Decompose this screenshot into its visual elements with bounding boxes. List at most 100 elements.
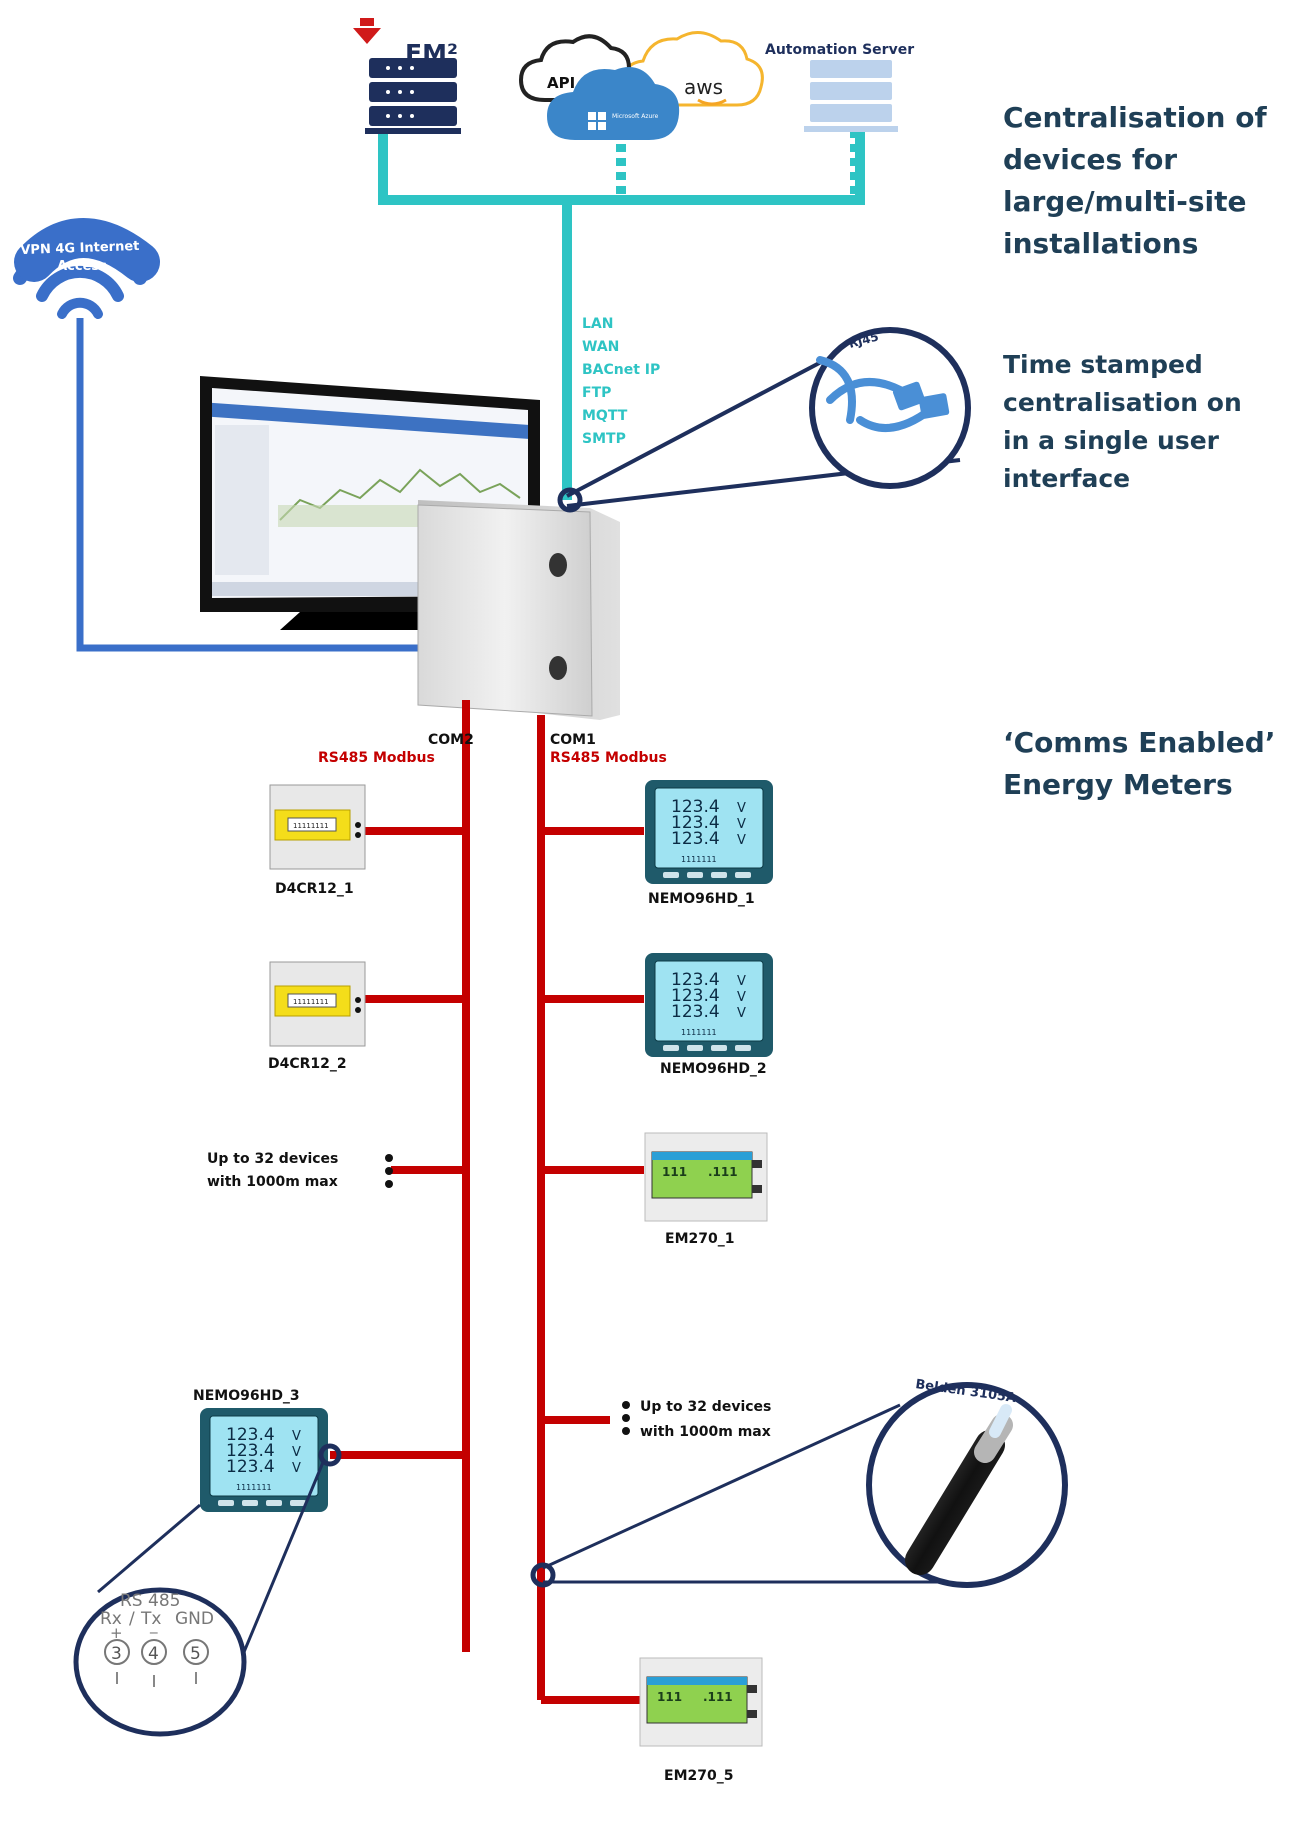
protocol-mqtt: MQTT <box>582 408 628 424</box>
side-text-line: interface <box>1003 464 1131 493</box>
nemo-display-unit: V <box>737 833 746 848</box>
nemo-display-unit: V <box>737 817 746 832</box>
nemo-3-label: NEMO96HD_3 <box>193 1388 300 1404</box>
com1-capacity-line2: with 1000m max <box>640 1424 771 1440</box>
em2-server-icon <box>353 18 461 134</box>
vpn-label-line2: Access <box>57 259 107 274</box>
em270-1-display-value: 111 <box>662 1165 687 1179</box>
rs485-minus: _ <box>149 1616 158 1635</box>
em270-5-label: EM270_5 <box>664 1768 733 1784</box>
nemo-button[interactable] <box>290 1500 306 1506</box>
protocol-ftp: FTP <box>582 385 611 401</box>
rs485-terminal-callout: RS 485 Rx / Tx GND + _ 3 4 5 <box>73 1443 342 1737</box>
rs485-bus-lines <box>330 700 644 1704</box>
com2-capacity-line1: Up to 32 devices <box>207 1151 338 1167</box>
com1-capacity-line1: Up to 32 devices <box>640 1399 771 1415</box>
d4-display-2: 11111111 <box>293 998 329 1006</box>
side-text-centralisation: Centralisation of devices for large/mult… <box>1003 97 1293 265</box>
em2-label: EM² <box>405 39 458 68</box>
nemo-display-value: 123.4 <box>226 1425 275 1445</box>
belden-cable-icon <box>905 1404 1013 1575</box>
com1-label: COM1 <box>550 732 596 748</box>
nemo-display-value: 123.4 <box>671 986 720 1006</box>
rs485-rx: Rx <box>100 1609 122 1629</box>
protocol-smtp: SMTP <box>582 431 626 447</box>
nemo-display-value: 123.4 <box>671 813 720 833</box>
side-text-line: in a single user <box>1003 426 1219 455</box>
nemo-button[interactable] <box>711 1045 727 1051</box>
nemo-display-unit: V <box>292 1445 301 1460</box>
rs485-terminal-4: 4 <box>148 1644 159 1664</box>
side-text-line: centralisation on <box>1003 388 1242 417</box>
nemo-display-counter: 1111111 <box>681 855 717 864</box>
nemo-button[interactable] <box>711 872 727 878</box>
nemo-display-unit: V <box>292 1461 301 1476</box>
side-text-line: ‘Comms Enabled’ <box>1003 726 1276 759</box>
automation-server-label: Automation Server <box>765 42 914 58</box>
protocol-lan: LAN <box>582 316 613 332</box>
nemo-display-value: 123.4 <box>671 829 720 849</box>
d4cr12-1-label: D4CR12_1 <box>275 881 354 897</box>
nemo-display-unit: V <box>737 801 746 816</box>
vpn-label-line1: VPN 4G Internet <box>20 239 140 258</box>
nemo-button[interactable] <box>735 872 751 878</box>
com2-capacity-line2: with 1000m max <box>207 1174 338 1190</box>
com1-protocol: RS485 Modbus <box>550 750 667 766</box>
side-text-line: devices for <box>1003 143 1178 176</box>
vpn-label: VPN 4G Internet Access <box>14 218 160 282</box>
rs485-terminal-5: 5 <box>190 1644 201 1664</box>
nemo-display-unit: V <box>292 1429 301 1444</box>
nemo-display-value: 123.4 <box>671 1002 720 1022</box>
nemo-2-label: NEMO96HD_2 <box>660 1061 767 1077</box>
nemo-button[interactable] <box>218 1500 234 1506</box>
com2-label: COM2 <box>428 732 474 748</box>
rs485-plus: + <box>110 1624 123 1642</box>
control-cabinet <box>417 500 620 720</box>
nemo-button[interactable] <box>687 872 703 878</box>
network-lines <box>378 130 865 500</box>
side-text-time-stamped: Time stamped centralisation on in a sing… <box>1003 346 1293 498</box>
rs485-tx: Tx <box>140 1609 161 1629</box>
nemo-display-unit: V <box>737 990 746 1005</box>
automation-server-icon <box>804 60 898 132</box>
em270-meter-5: 111 .111 <box>639 1657 763 1747</box>
em270-1-label: EM270_1 <box>665 1231 734 1247</box>
side-text-line: Energy Meters <box>1003 768 1233 801</box>
api-label: API <box>547 74 575 92</box>
d4cr12-meter-2: 11111111 <box>269 961 366 1047</box>
side-text-line: Centralisation of <box>1003 101 1267 134</box>
side-text-line: Time stamped <box>1003 350 1203 379</box>
nemo-display-value: 123.4 <box>226 1457 275 1477</box>
nemo-button[interactable] <box>242 1500 258 1506</box>
com2-more-devices-dots <box>385 1154 393 1188</box>
d4-display-1: 11111111 <box>293 822 329 830</box>
nemo-1-label: NEMO96HD_1 <box>648 891 755 907</box>
side-text-line: large/multi-site <box>1003 185 1247 218</box>
em270-1-display-small: .111 <box>708 1165 738 1179</box>
rs485-gnd: GND <box>175 1609 214 1629</box>
protocol-wan: WAN <box>582 339 619 355</box>
side-text-line: installations <box>1003 227 1199 260</box>
rj45-callout: RJ45 <box>557 327 971 513</box>
nemo-button[interactable] <box>735 1045 751 1051</box>
em270-5-display-small: .111 <box>703 1690 733 1704</box>
nemo-button[interactable] <box>266 1500 282 1506</box>
nemo-display-unit: V <box>737 1006 746 1021</box>
nemo-display-value: 123.4 <box>671 797 720 817</box>
rs485-title: RS 485 <box>120 1591 180 1611</box>
side-text-comms-enabled: ‘Comms Enabled’ Energy Meters <box>1003 722 1293 806</box>
rs485-terminal-3: 3 <box>111 1644 122 1664</box>
nemo-button[interactable] <box>687 1045 703 1051</box>
nemo-display-value: 123.4 <box>671 970 720 990</box>
azure-label: Microsoft Azure <box>612 113 659 120</box>
aws-label: aws <box>684 75 723 99</box>
nemo-button[interactable] <box>663 872 679 878</box>
nemo-display-value: 123.4 <box>226 1441 275 1461</box>
vpn-line <box>76 318 418 652</box>
nemo-button[interactable] <box>663 1045 679 1051</box>
nemo-display-unit: V <box>737 974 746 989</box>
